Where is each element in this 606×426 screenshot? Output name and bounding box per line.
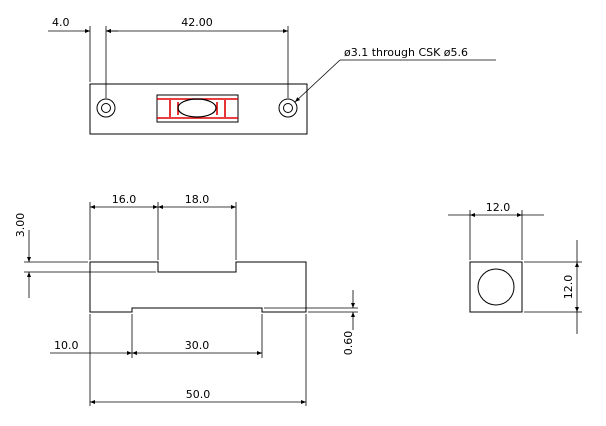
dimension-hole-spacing: 42.00	[106, 16, 289, 98]
dim-bottom-step-text: 10.0	[54, 339, 79, 352]
dim-length-text: 50.0	[186, 388, 211, 401]
left-countersunk-hole	[96, 98, 116, 118]
side-view-bore	[477, 268, 515, 306]
hole-note-leader: ø3.1 through CSK ø5.6	[294, 46, 496, 103]
dimension-pocket: 18.0	[158, 193, 237, 260]
top-view-outline	[89, 83, 308, 135]
dimension-bottom-step: 10.0	[50, 314, 133, 406]
top-view: 4.0 42.00 ø3.1 through CSK ø5.6	[48, 16, 496, 135]
dimension-overall-length: 50.0	[90, 314, 307, 406]
dim-height-text: 3.00	[14, 213, 27, 238]
side-view: 12.0 12.0	[448, 201, 582, 334]
dimension-left-step: 16.0	[89, 193, 159, 260]
bubble-vial	[156, 94, 239, 123]
right-countersunk-hole	[278, 98, 298, 118]
dimension-bottom-recess: 30.0	[132, 314, 263, 358]
dim-left-step-text: 16.0	[112, 193, 137, 206]
front-view-outline	[89, 261, 307, 313]
dim-edge-text: 4.0	[52, 16, 70, 29]
dimension-side-height: 12.0	[524, 240, 582, 334]
dim-hole-spacing-text: 42.00	[181, 16, 213, 29]
dim-side-height-text: 12.0	[562, 275, 575, 300]
dimension-top-step-height: 3.00	[14, 213, 31, 298]
side-view-outline	[469, 261, 523, 313]
dim-recess-depth-text: 0.60	[342, 331, 355, 356]
dimension-recess-depth: 0.60	[264, 290, 358, 355]
dim-pocket-text: 18.0	[185, 193, 210, 206]
dim-bottom-recess-text: 30.0	[185, 339, 210, 352]
dimension-edge-offset: 4.0	[48, 16, 118, 98]
front-view: 16.0 18.0 3.00 10.0 30.0	[14, 193, 358, 406]
dim-side-width-text: 12.0	[486, 201, 511, 214]
dimension-side-width: 12.0	[448, 201, 544, 260]
hole-note-text: ø3.1 through CSK ø5.6	[344, 46, 468, 59]
